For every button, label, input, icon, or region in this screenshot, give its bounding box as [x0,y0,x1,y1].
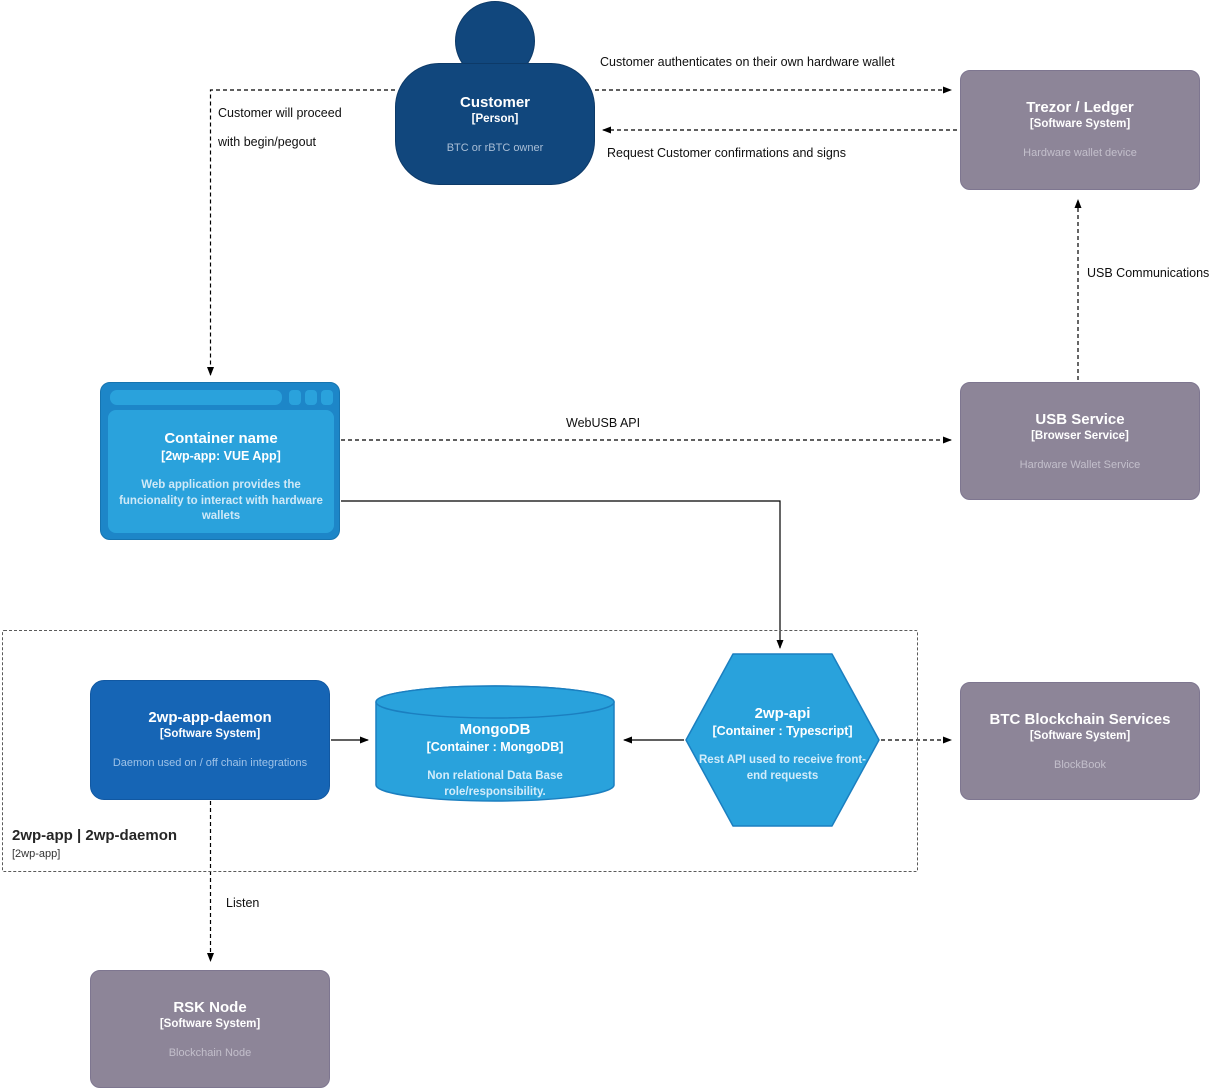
daemon-node[interactable]: 2wp-app-daemon [Software System] Daemon … [90,680,330,800]
usb-service-node[interactable]: USB Service [Browser Service] Hardware W… [960,382,1200,500]
customer-subtitle: [Person] [471,113,519,125]
rsk-title: RSK Node [173,999,247,1016]
webapp-subtitle: [2wp-app: VUE App] [161,449,281,463]
usb-service-subtitle: [Browser Service] [1031,430,1129,442]
webapp-container-panel: Container name [2wp-app: VUE App] Web ap… [108,410,334,533]
edge-label-pegout-line1: Customer will proceed [218,106,342,120]
btc-subtitle: [Software System] [1029,730,1131,742]
trezor-subtitle: [Software System] [1029,118,1131,130]
cylinder-shape [375,685,615,802]
rsk-subtitle: [Software System] [159,1018,261,1030]
daemon-subtitle: [Software System] [159,728,261,740]
browser-address-bar [110,390,282,405]
edge-label-usb-communications: USB Communications [1087,266,1210,280]
hexagon-shape [685,653,880,827]
trezor-ledger-node[interactable]: Trezor / Ledger [Software System] Hardwa… [960,70,1200,190]
boundary-title: 2wp-app | 2wp-daemon [12,827,178,844]
btc-services-node[interactable]: BTC Blockchain Services [Software System… [960,682,1200,800]
webapp-title: Container name [164,430,278,447]
usb-service-title: USB Service [1035,411,1125,428]
browser-button-icon [289,390,301,405]
rsk-description: Blockchain Node [168,1046,252,1059]
rsk-node[interactable]: RSK Node [Software System] Blockchain No… [90,970,330,1088]
browser-button-icon [321,390,333,405]
edge-webapp-api [341,500,784,649]
trezor-title: Trezor / Ledger [1026,99,1134,116]
webapp-description: Web application provides the funcionalit… [119,479,323,523]
customer-title: Customer [459,94,530,111]
daemon-title: 2wp-app-daemon [148,709,272,726]
btc-title: BTC Blockchain Services [989,711,1171,728]
boundary-2wp-app[interactable]: 2wp-app | 2wp-daemon [2wp-app] [2,630,918,872]
edge-customer-webapp [207,89,395,376]
api-node[interactable]: 2wp-api [Container : Typescript] Rest AP… [685,653,880,827]
customer-node[interactable]: Customer [Person] BTC or rBTC owner [395,63,595,185]
daemon-description: Daemon used on / off chain integrations [112,756,308,769]
edge-label-webusb: WebUSB API [566,416,641,430]
boundary-subtitle: [2wp-app] [12,848,61,860]
edge-label-listen: Listen [226,896,260,910]
trezor-description: Hardware wallet device [1023,146,1137,159]
browser-button-icon [305,390,317,405]
customer-description: BTC or rBTC owner [446,141,544,154]
mongodb-node[interactable]: MongoDB [Container : MongoDB] Non relati… [375,685,615,802]
edge-label-confirmations: Request Customer confirmations and signs [607,146,847,160]
edge-label-pegout-line2: with begin/pegout [218,135,316,149]
webapp-container-node[interactable]: Container name [2wp-app: VUE App] Web ap… [100,382,340,540]
usb-service-description: Hardware Wallet Service [1019,458,1141,471]
btc-description: BlockBook [1054,758,1106,771]
edge-label-authenticates: Customer authenticates on their own hard… [600,55,895,69]
